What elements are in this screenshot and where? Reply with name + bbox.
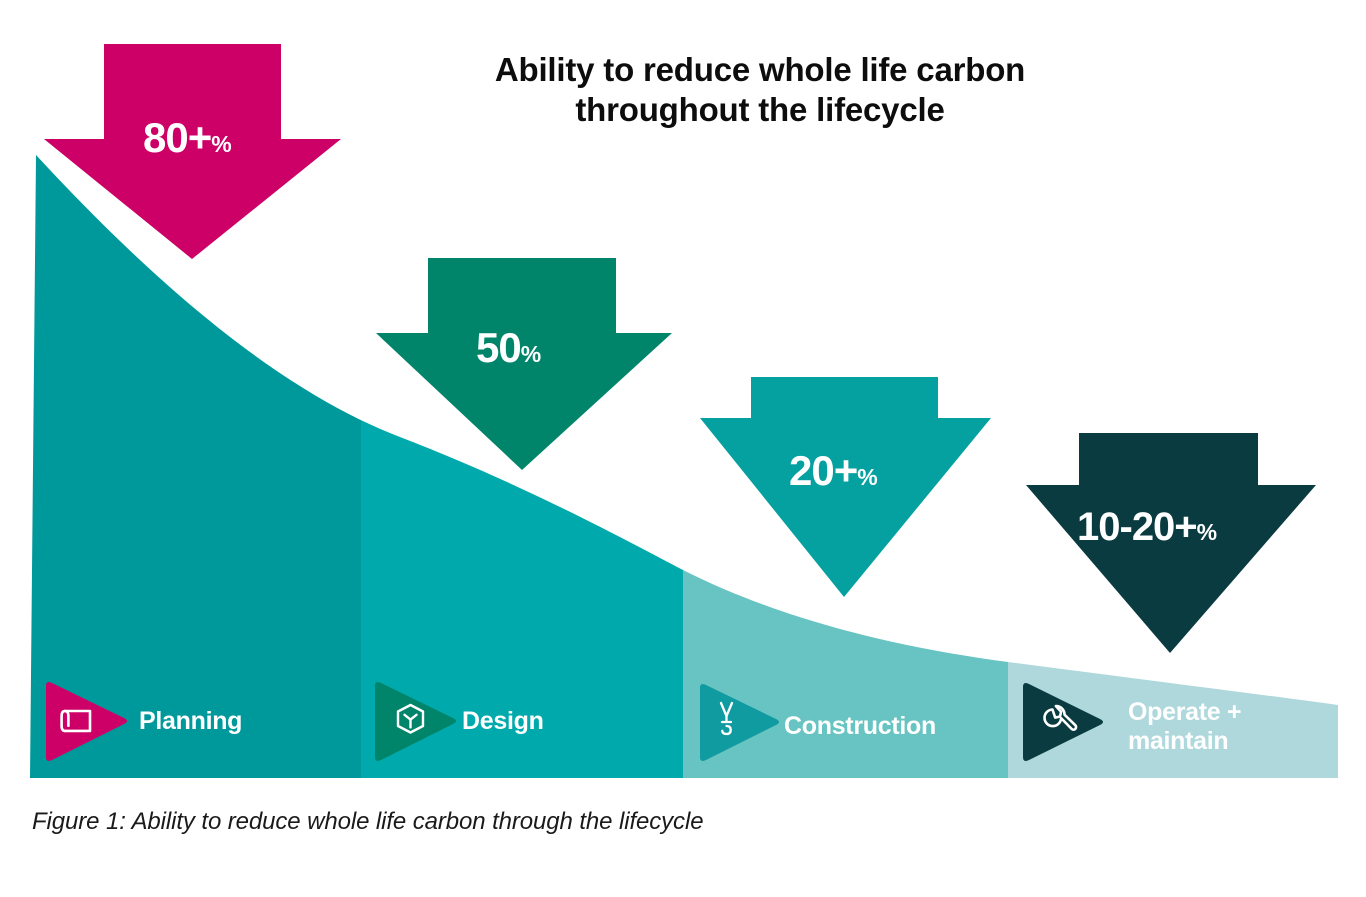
arrow-percent-symbol-planning: %: [211, 131, 232, 157]
arrow-value-construction: 20+%: [789, 450, 878, 492]
blueprint-plan-icon: [60, 709, 92, 733]
arrow-operate-maintain: [1026, 433, 1316, 653]
wrench-icon: [1043, 704, 1078, 731]
cube-3d-icon: [396, 703, 425, 734]
stage-label-construction: Construction: [784, 712, 936, 740]
stage-label-design: Design: [462, 707, 544, 735]
stage-marker-planning[interactable]: [46, 682, 127, 761]
arrow-value-number-planning: 80+: [143, 114, 212, 161]
figure-caption: Figure 1: Ability to reduce whole life c…: [32, 808, 704, 835]
arrow-design: [376, 258, 672, 470]
arrow-shape-planning: [44, 44, 341, 259]
stage-marker-operate-maintain[interactable]: [1023, 683, 1103, 761]
arrow-planning: [44, 44, 341, 259]
arrow-value-number-construction: 20+: [789, 447, 858, 494]
stage-triangle-construction: [700, 684, 779, 761]
arrow-value-operate-maintain: 10-20+%: [1077, 507, 1217, 547]
arrow-percent-symbol-construction: %: [857, 464, 878, 490]
arrow-percent-symbol-design: %: [520, 341, 542, 367]
stage-triangle-planning: [46, 682, 127, 761]
arrow-value-planning: 80+%: [143, 117, 232, 159]
arrow-value-design: 50%: [476, 327, 541, 369]
arrow-value-number-operate-maintain: 10-20+: [1077, 505, 1198, 549]
arrow-percent-symbol-operate-maintain: %: [1196, 519, 1218, 545]
crane-hook-icon: [719, 701, 734, 736]
stage-triangle-design: [375, 682, 456, 761]
arrow-value-number-design: 50: [476, 324, 522, 371]
stage-label-planning: Planning: [139, 707, 243, 735]
stage-label-operate-maintain: Operate + maintain: [1128, 698, 1242, 755]
arrow-shape-design: [376, 258, 672, 470]
arrow-construction: [700, 377, 991, 597]
arrow-shape-operate-maintain: [1026, 433, 1316, 653]
arrow-shape-construction: [700, 377, 991, 597]
page-title: Ability to reduce whole life carbon thro…: [494, 51, 1026, 128]
stage-triangle-operate-maintain: [1023, 683, 1103, 761]
stage-marker-construction[interactable]: [700, 684, 779, 761]
stage-marker-design[interactable]: [375, 682, 456, 761]
